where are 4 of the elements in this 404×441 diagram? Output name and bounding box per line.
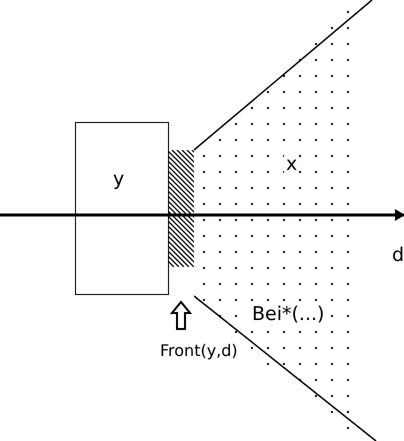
hollow-arrow [170, 300, 192, 330]
front-label: Front(y,d) [160, 343, 238, 359]
region-label: x [284, 155, 300, 174]
axis-label: d [392, 246, 404, 265]
